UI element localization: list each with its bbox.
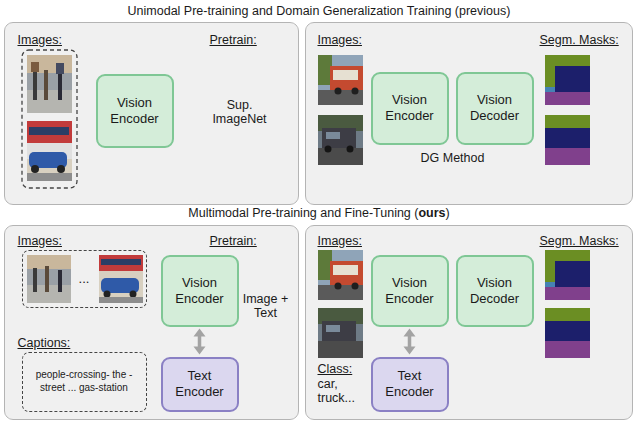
section-label: Class: xyxy=(318,362,353,376)
panel-fill xyxy=(5,226,299,420)
section-label: Pretrain: xyxy=(210,234,257,248)
segmentation-mask xyxy=(545,308,590,358)
section-label: Images: xyxy=(318,33,362,47)
section-label: Images: xyxy=(318,234,362,248)
section-heading: Multimodal Pre-training and Fine-Tuning … xyxy=(0,206,638,220)
vision-box: Vision Decoder xyxy=(456,255,534,327)
stage-panel: Images: Pretrain: Image + TextCaptions:...… xyxy=(4,225,299,420)
note-text: DG Method xyxy=(407,151,499,165)
game-photo xyxy=(318,308,363,358)
group-text: ... xyxy=(79,271,90,286)
stage-panel: Images: Segm. Masks: DG Method Vision Encod… xyxy=(305,22,633,205)
dashed-group: ... xyxy=(22,250,147,308)
street-photo xyxy=(27,55,72,113)
text-encoder-box: Text Encoder xyxy=(161,357,239,412)
note-text: car, truck... xyxy=(318,377,370,405)
note-text: Sup. ImageNet xyxy=(203,98,277,126)
street-photo xyxy=(99,255,143,303)
section-label: Segm. Masks: xyxy=(540,234,619,248)
stage-panel: Images: Pretrain: Sup. ImageNet Vision Enco… xyxy=(4,22,299,205)
vision-box: Vision Decoder xyxy=(456,72,534,145)
vision-box: Vision Encoder xyxy=(371,255,449,327)
image-stack xyxy=(22,50,77,188)
game-photo xyxy=(318,250,363,300)
section-label: Pretrain: xyxy=(210,33,257,47)
note-text: Image + Text xyxy=(239,292,293,320)
box-label: Vision Decoder xyxy=(458,92,532,123)
vision-box: Vision Encoder xyxy=(96,74,174,148)
segmentation-mask xyxy=(545,115,590,165)
street-photo xyxy=(27,121,72,181)
street-photo xyxy=(27,255,71,303)
heading-text: Unimodal Pre-training and Domain General… xyxy=(128,4,511,18)
box-label: Vision Encoder xyxy=(163,275,237,306)
game-photo xyxy=(318,115,363,165)
section-label: Captions: xyxy=(18,336,71,350)
section-label: Segm. Masks: xyxy=(540,33,619,47)
section-heading: Unimodal Pre-training and Domain General… xyxy=(0,4,638,18)
box-label: Vision Encoder xyxy=(98,95,172,126)
dashed-group: people-crossing- the -street ... gas-sta… xyxy=(22,352,147,412)
panel-fill xyxy=(306,23,633,205)
box-label: Text Encoder xyxy=(373,368,447,399)
box-label: Vision Encoder xyxy=(373,92,447,123)
panel-fill xyxy=(5,23,299,205)
panel-fill xyxy=(306,226,633,420)
section-label: Images: xyxy=(18,33,62,47)
stage-panel: Images: Segm. Masks: Class:car, truck... Vi… xyxy=(305,225,633,420)
double-arrow xyxy=(404,329,416,355)
vision-box: Vision Encoder xyxy=(161,255,239,327)
box-label: Vision Encoder xyxy=(373,275,447,306)
heading-text: Multimodal Pre-training and Fine-Tuning … xyxy=(188,206,418,220)
game-photo xyxy=(318,55,363,105)
segmentation-mask xyxy=(545,55,590,105)
segmentation-mask xyxy=(545,250,590,300)
double-arrow xyxy=(194,329,206,355)
section-label: Images: xyxy=(18,234,62,248)
box-label: Vision Decoder xyxy=(458,275,532,306)
group-text: people-crossing- the -street ... gas-sta… xyxy=(23,369,146,394)
box-label: Text Encoder xyxy=(163,368,237,399)
text-encoder-box: Text Encoder xyxy=(371,357,449,412)
heading-text: ) xyxy=(446,206,450,220)
heading-text: ours xyxy=(418,206,445,220)
vision-box: Vision Encoder xyxy=(371,72,449,145)
